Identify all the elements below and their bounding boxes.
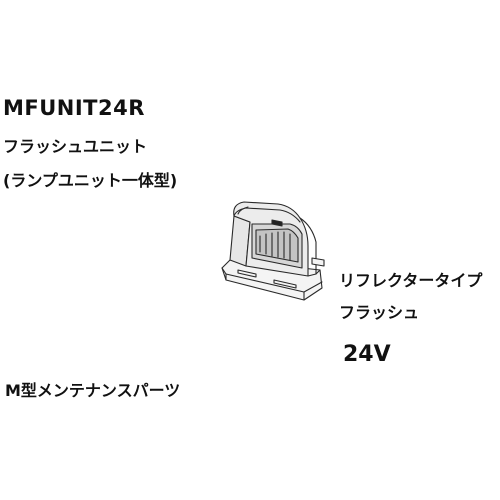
category-label: M型メンテナンスパーツ — [5, 381, 181, 400]
product-subtype: (ランプユニット一体型) — [3, 171, 178, 190]
product-name: フラッシュユニット — [3, 137, 148, 156]
flash-type-line-1: リフレクタータイプ — [339, 271, 483, 290]
model-number: MFUNIT24R — [3, 96, 145, 120]
flash-type-line-2: フラッシュ — [339, 303, 420, 322]
voltage-label: 24V — [343, 342, 391, 367]
flash-unit-icon — [221, 201, 325, 301]
